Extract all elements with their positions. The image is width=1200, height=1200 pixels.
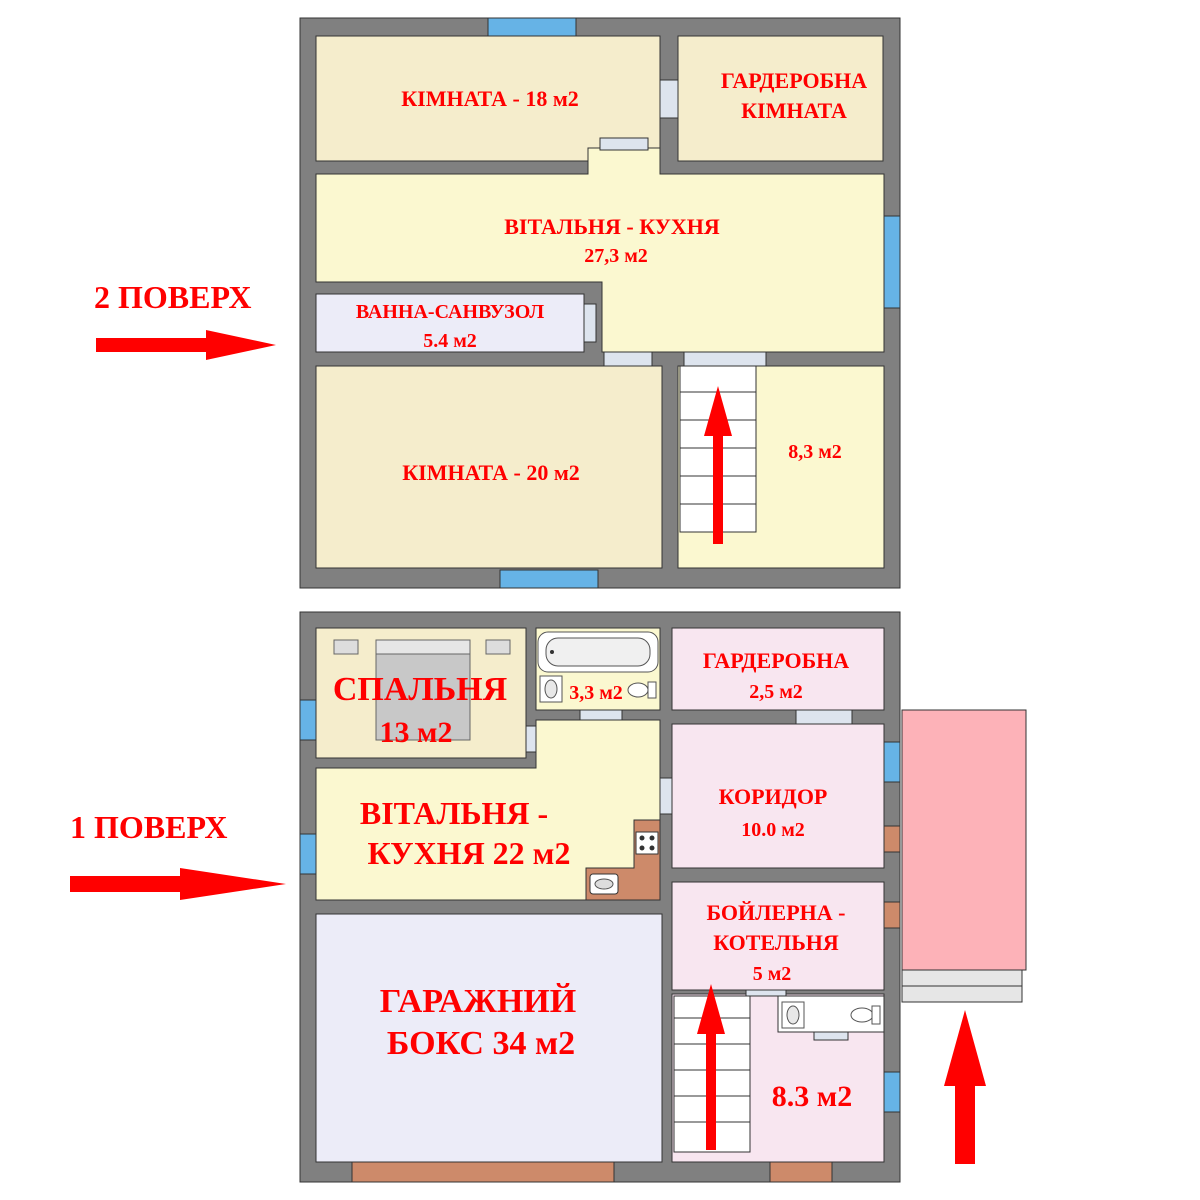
living-kitchen-1-area	[315, 719, 661, 901]
second-floor: КІМНАТА - 18 м2 ГАРДЕРОБНА КІМНАТА ВІТАЛ…	[299, 17, 901, 589]
bedroom-label-line1: СПАЛЬНЯ	[333, 671, 507, 708]
door	[579, 709, 623, 721]
boiler-label-line2: КОТЕЛЬНЯ	[713, 930, 839, 955]
bath-label-line1: ВАННА-САНВУЗОЛ	[356, 301, 544, 323]
door	[659, 777, 673, 815]
porch-step	[901, 969, 1023, 987]
bathroom-label: 3,3 м2	[569, 682, 623, 704]
kitchen-counter	[585, 819, 661, 901]
stair-up-arrow-icon	[704, 386, 732, 544]
wc-toilet-icon	[850, 1005, 881, 1025]
stair-up-arrow-icon	[697, 984, 725, 1150]
door	[683, 351, 767, 367]
exterior-door	[769, 1161, 833, 1183]
living-kitchen-area	[315, 147, 885, 353]
right-arrow-icon	[70, 868, 286, 900]
door	[525, 725, 537, 753]
window	[299, 833, 317, 875]
porch	[901, 709, 1027, 971]
window	[883, 215, 901, 309]
toilet-icon	[627, 681, 657, 699]
wardrobe-room-label-line1: ГАРДЕРОБНА	[721, 68, 867, 93]
bedroom-label-line2: 13 м2	[380, 716, 453, 749]
wardrobe-area	[671, 627, 885, 711]
right-arrow-icon	[96, 330, 276, 360]
corridor-label-line2: 10.0 м2	[741, 819, 805, 841]
sink-icon	[539, 675, 563, 703]
living-kitchen-label-line2: 27,3 м2	[584, 245, 648, 267]
window	[883, 1071, 901, 1113]
exterior-door	[883, 901, 901, 929]
exterior-door	[883, 825, 901, 853]
bathtub-icon	[537, 631, 659, 673]
garage-area	[315, 913, 663, 1163]
door	[745, 989, 787, 997]
boiler-room-area	[671, 881, 885, 991]
door	[795, 709, 853, 725]
first-floor: СПАЛЬНЯ 13 м2 3,3 м2 ГАРДЕРОБНА 2,5 м2 К…	[299, 611, 1027, 1183]
room-20-label: КІМНАТА - 20 м2	[402, 460, 580, 485]
living-kitchen-label-line1: ВІТАЛЬНЯ - КУХНЯ	[504, 214, 720, 239]
corridor-label-line1: КОРИДОР	[719, 784, 828, 809]
door	[599, 137, 649, 151]
first-floor-label: 1 ПОВЕРХ	[70, 809, 227, 845]
porch-step	[901, 985, 1023, 1003]
entrance-arrow-icon	[944, 1010, 986, 1164]
stair-hall-1-label: 8.3 м2	[772, 1080, 852, 1113]
second-floor-caption: 2 ПОВЕРХ	[94, 279, 276, 360]
door	[813, 1031, 849, 1041]
wardrobe-label-line1: ГАРДЕРОБНА	[703, 648, 849, 673]
wardrobe-room-label-line2: КІМНАТА	[741, 98, 847, 123]
door	[659, 79, 679, 119]
boiler-label-line1: БОЙЛЕРНА -	[707, 900, 846, 925]
bed-icon	[333, 639, 511, 741]
stove-icon	[635, 831, 659, 855]
first-floor-caption: 1 ПОВЕРХ	[70, 809, 286, 900]
corridor-area	[671, 723, 885, 869]
boiler-label-line3: 5 м2	[753, 963, 792, 985]
second-floor-label: 2 ПОВЕРХ	[94, 279, 251, 315]
door	[603, 351, 653, 367]
room-20-area	[315, 365, 663, 569]
bath-area	[315, 293, 585, 353]
window	[883, 741, 901, 783]
door	[583, 303, 597, 343]
window	[487, 17, 577, 37]
room-18-label: КІМНАТА - 18 м2	[401, 86, 579, 111]
wc-sink-icon	[781, 1001, 805, 1029]
window	[499, 569, 599, 589]
garage-label-line2: БОКС 34 м2	[387, 1025, 575, 1062]
bath-label-line2: 5.4 м2	[423, 330, 477, 352]
stair-hall-label: 8,3 м2	[788, 441, 842, 463]
garage-label-line1: ГАРАЖНИЙ	[380, 983, 576, 1020]
wardrobe-room-area	[677, 35, 884, 162]
window	[299, 699, 317, 741]
wardrobe-label-line2: 2,5 м2	[749, 681, 803, 703]
garage-door	[351, 1161, 615, 1183]
living-kitchen-1-label-line1: ВІТАЛЬНЯ -	[360, 795, 548, 831]
living-kitchen-1-label-line2: КУХНЯ 22 м2	[368, 835, 571, 871]
